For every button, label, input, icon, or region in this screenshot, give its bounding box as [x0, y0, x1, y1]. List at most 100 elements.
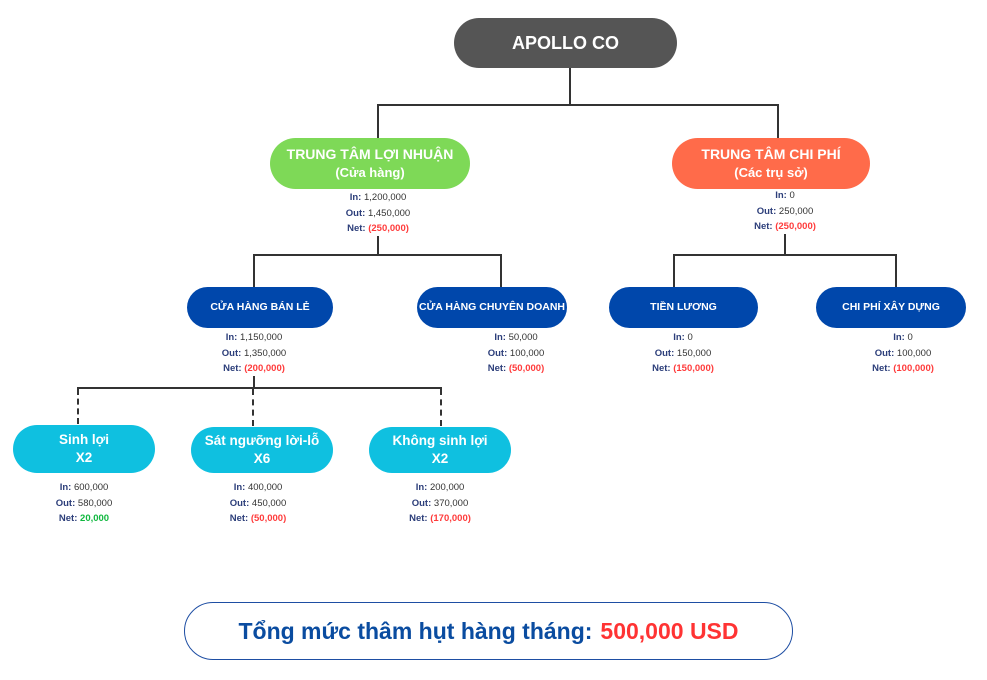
stat-row: Net: (170,000): [360, 511, 520, 527]
profitable-stores-stats: In: 600,000 Out: 580,000 Net: 20,000: [4, 480, 164, 527]
stat-label: In:: [775, 190, 787, 201]
text-value: X2: [431, 451, 449, 466]
stat-row: In: 600,000: [4, 480, 164, 496]
stat-label: Net:: [652, 363, 671, 374]
stat-label: In:: [225, 332, 238, 343]
construction-cost-node: CHI PHÍ XÂY DỰNG: [816, 287, 966, 328]
stat-label: In:: [673, 332, 685, 343]
text-value: Sinh lợi: [58, 431, 110, 447]
connector: [253, 376, 255, 388]
connector: [377, 104, 779, 106]
stat-row: In: 0: [603, 330, 763, 346]
stat-row: In: 0: [823, 330, 983, 346]
text-value: 580,000: [77, 497, 113, 509]
stat-row: Out: 250,000: [705, 204, 865, 220]
unprofitable-stores-stats: In: 200,000 Out: 370,000 Net: (170,000): [360, 480, 520, 527]
stat-row: Net: (200,000): [174, 361, 334, 377]
stat-label: Net:: [58, 513, 78, 524]
text-value: 20,000: [80, 513, 110, 524]
stat-row: Out: 450,000: [178, 496, 338, 512]
text-value: (170,000): [430, 513, 471, 524]
text-value: TIỀN LƯƠNG: [650, 301, 717, 314]
stat-row: Net: (150,000): [603, 361, 763, 377]
breakeven-stores-stats: In: 400,000 Out: 450,000 Net: (50,000): [178, 480, 338, 527]
text-value: 150,000: [676, 347, 712, 359]
text-value: 1,200,000: [363, 192, 407, 203]
stat-label: Out:: [229, 497, 250, 509]
text-value: CỬA HÀNG CHUYÊN DOANH: [419, 301, 565, 314]
stat-row: Net: (250,000): [298, 221, 458, 237]
connector: [500, 254, 502, 287]
stat-label: Net:: [487, 363, 507, 374]
stat-row: In: 1,150,000: [174, 330, 334, 346]
stat-label: Net:: [223, 363, 242, 374]
text-value: (50,000): [250, 513, 287, 524]
text-value: 0: [907, 332, 913, 343]
text-value: 0: [687, 332, 693, 343]
text-value: 1,450,000: [367, 207, 411, 219]
profit-center-subtitle: (Cửa hàng): [335, 165, 405, 181]
dashed-connector: [252, 389, 254, 426]
dashed-connector: [77, 389, 79, 424]
stat-label: Out:: [487, 347, 508, 359]
stat-row: In: 0: [705, 188, 865, 204]
text-value: 200,000: [429, 482, 465, 493]
stat-row: In: 400,000: [178, 480, 338, 496]
stat-row: Net: (50,000): [436, 361, 596, 377]
stat-row: Out: 100,000: [436, 346, 596, 362]
summary-label: Tổng mức thâm hụt hàng tháng:: [238, 617, 593, 644]
stat-label: Net:: [229, 513, 249, 524]
stat-row: In: 1,200,000: [298, 190, 458, 206]
stat-row: Out: 580,000: [4, 496, 164, 512]
stat-row: Net: 20,000: [4, 511, 164, 527]
stat-label: Out:: [345, 207, 366, 219]
cost-center-stats: In: 0 Out: 250,000 Net: (250,000): [705, 188, 865, 235]
stat-label: In:: [893, 332, 905, 343]
stat-row: In: 50,000: [436, 330, 596, 346]
connector: [253, 254, 502, 256]
salary-stats: In: 0 Out: 150,000 Net: (150,000): [603, 330, 763, 377]
text-value: (100,000): [893, 363, 934, 374]
stat-row: Out: 150,000: [603, 346, 763, 362]
connector: [253, 254, 255, 287]
root-node: APOLLO CO: [454, 18, 677, 68]
text-value: (50,000): [508, 363, 545, 374]
stat-label: In:: [494, 332, 506, 343]
profit-center-node: TRUNG TÂM LỢI NHUẬN (Cửa hàng): [270, 138, 470, 189]
stat-label: Out:: [654, 347, 675, 359]
stat-label: Net:: [347, 223, 366, 234]
monthly-deficit-summary: Tổng mức thâm hụt hàng tháng: 500,000 US…: [184, 602, 793, 660]
stat-row: In: 200,000: [360, 480, 520, 496]
stat-label: Out:: [411, 497, 432, 509]
text-value: 400,000: [247, 482, 283, 493]
stat-label: Net:: [754, 221, 773, 232]
cost-center-node: TRUNG TÂM CHI PHÍ (Các trụ sở): [672, 138, 870, 189]
retail-store-node: CỬA HÀNG BÁN LẺ: [187, 287, 333, 328]
specialty-store-node: CỬA HÀNG CHUYÊN DOANH: [417, 287, 567, 328]
text-value: CHI PHÍ XÂY DỰNG: [842, 301, 940, 314]
stat-label: Out:: [55, 497, 76, 509]
connector: [569, 68, 571, 106]
profit-center-stats: In: 1,200,000 Out: 1,450,000 Net: (250,0…: [298, 190, 458, 237]
stat-row: Net: (50,000): [178, 511, 338, 527]
text-value: 450,000: [251, 497, 287, 509]
text-value: 600,000: [73, 482, 109, 493]
stat-row: Out: 1,350,000: [174, 346, 334, 362]
stat-label: In:: [233, 482, 246, 493]
connector: [377, 236, 379, 255]
stat-label: Out:: [756, 205, 777, 217]
text-value: (150,000): [673, 363, 714, 374]
retail-store-stats: In: 1,150,000 Out: 1,350,000 Net: (200,0…: [174, 330, 334, 377]
stat-label: Out:: [874, 347, 895, 359]
stat-label: Out:: [221, 347, 242, 359]
cost-center-title: TRUNG TÂM CHI PHÍ: [701, 146, 841, 163]
connector: [377, 104, 379, 138]
summary-amount: 500,000 USD: [600, 617, 739, 644]
stat-label: In:: [349, 192, 362, 203]
connector: [895, 254, 897, 287]
text-value: 100,000: [509, 347, 545, 359]
stat-row: Net: (250,000): [705, 219, 865, 235]
stat-label: Net:: [409, 513, 428, 524]
stat-row: Net: (100,000): [823, 361, 983, 377]
